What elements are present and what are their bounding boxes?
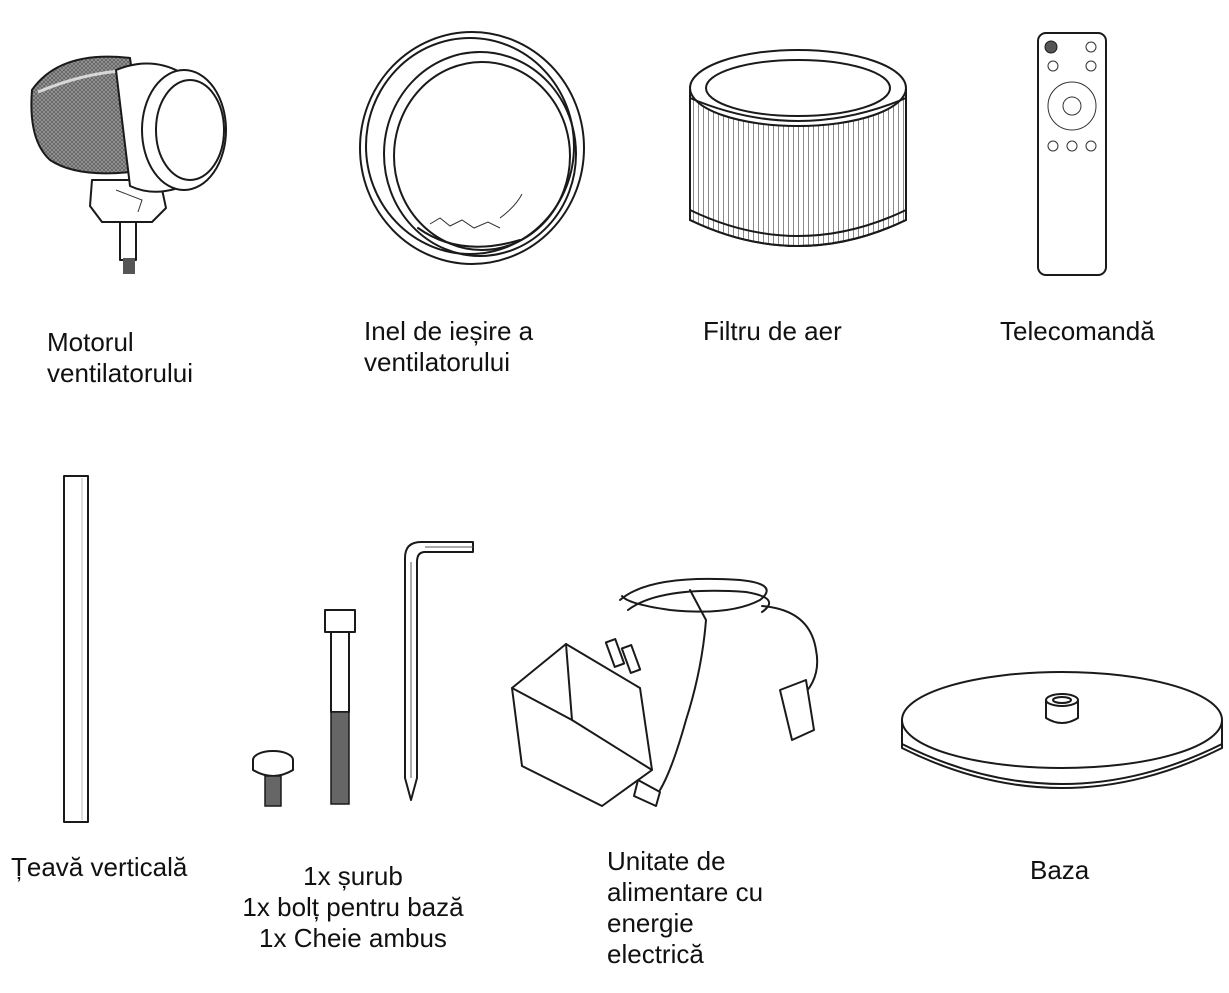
remote-control-icon xyxy=(1035,30,1110,280)
power-adapter-icon xyxy=(510,570,830,810)
fan-motor-icon xyxy=(20,30,230,290)
air-filter-icon xyxy=(686,40,911,265)
base-label: Baza xyxy=(1030,855,1090,885)
outlet-ring-icon xyxy=(350,28,600,278)
vertical-pipe-label: Țeavă verticală xyxy=(11,852,188,882)
air-filter-label: Filtru de aer xyxy=(703,316,842,346)
remote-control-label: Telecomandă xyxy=(1000,316,1155,346)
base-plate-icon xyxy=(900,671,1225,818)
hardware-label: 1x șurub 1x bolț pentru bază 1x Cheie am… xyxy=(242,861,464,953)
fan-motor-label: Motorul ventilatorului xyxy=(47,327,193,388)
outlet-ring-label: Inel de ieșire a ventilatorului xyxy=(364,316,534,377)
screw-bolt-allen-key-icon xyxy=(245,538,480,813)
power-adapter-label: Unitate de alimentare cu energie electri… xyxy=(607,846,764,969)
vertical-pipe-icon xyxy=(62,474,90,824)
